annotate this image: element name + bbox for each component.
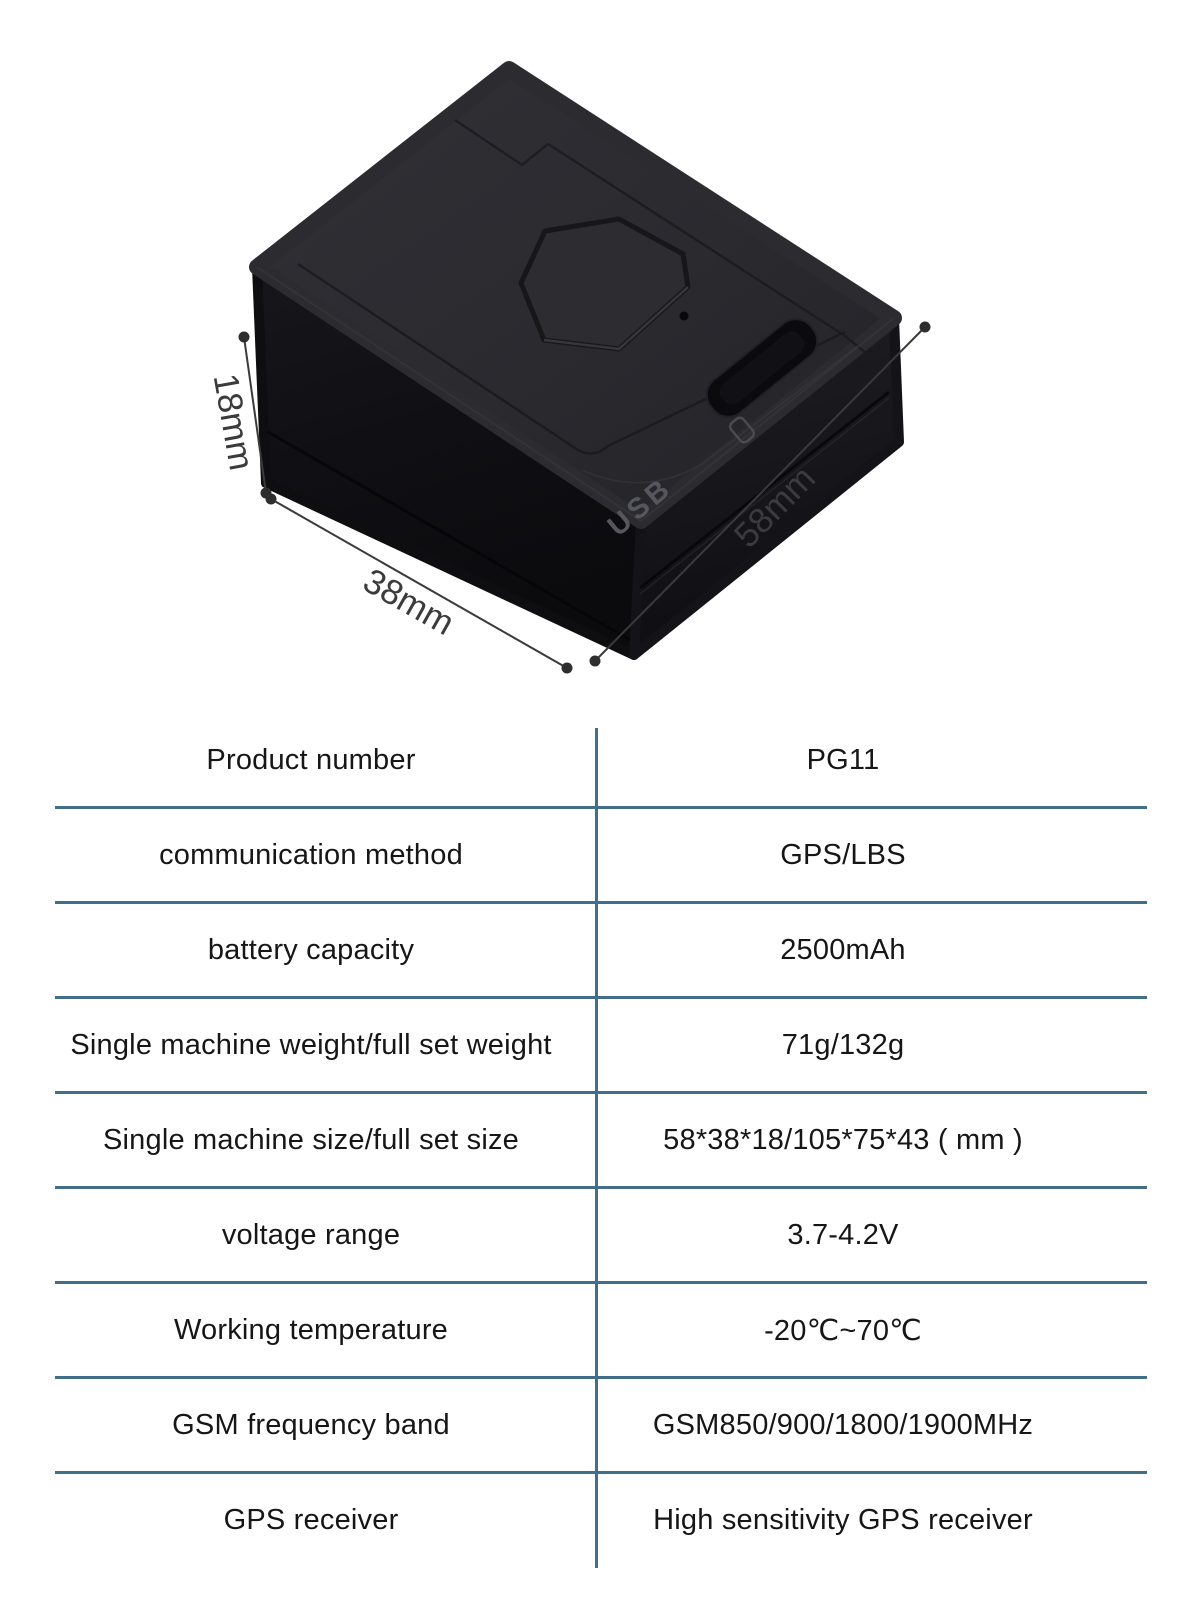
spec-label: Product number: [206, 743, 416, 776]
table-row: voltage range 3.7-4.2V: [55, 1186, 1147, 1281]
table-row: GSM frequency band GSM850/900/1800/1900M…: [55, 1376, 1147, 1471]
table-row: communication method GPS/LBS: [55, 806, 1147, 901]
dimension-label-38mm: 38mm: [357, 561, 461, 643]
usb-port: [705, 318, 819, 418]
spec-value: 2500mAh: [780, 933, 906, 966]
device-image: USB: [249, 61, 904, 660]
spec-value: PG11: [806, 743, 880, 776]
spec-value: GPS/LBS: [780, 838, 906, 871]
table-row: Single machine weight/full set weight 71…: [55, 996, 1147, 1091]
table-row: battery capacity 2500mAh: [55, 901, 1147, 996]
dimension-line-58mm: [589, 321, 931, 667]
device-mic-hole: [679, 311, 689, 321]
dimension-annotations: [238, 321, 931, 674]
device-seam-lines: [297, 262, 846, 455]
spec-table: Product number PG11 communication method…: [55, 714, 1147, 1570]
spec-value: High sensitivity GPS receiver: [653, 1503, 1033, 1536]
device-top-emboss: [518, 216, 691, 352]
device-parting-seam-highlight: [639, 397, 890, 595]
dimension-label-18mm: 18mm: [206, 371, 261, 474]
spec-value: -20℃~70℃: [764, 1314, 922, 1347]
table-row: Product number PG11: [55, 714, 1147, 806]
spec-value: GSM850/900/1800/1900MHz: [652, 1408, 1034, 1441]
spec-label: Single machine weight/full set weight: [70, 1028, 552, 1061]
device-seam-lines: [454, 118, 873, 359]
spec-label: battery capacity: [207, 933, 415, 966]
spec-label: GSM frequency band: [172, 1408, 450, 1441]
spec-value: 58*38*18/105*75*43 ( mm ): [663, 1123, 1023, 1156]
spec-label: communication method: [159, 838, 463, 871]
spec-label: GPS receiver: [223, 1503, 399, 1536]
product-photo-section: USB 18mm 38mm 58mm: [0, 0, 1200, 710]
device-parting-seam: [267, 430, 631, 642]
spec-label: Working temperature: [173, 1313, 449, 1346]
table-row: Single machine size/full set size 58*38*…: [55, 1091, 1147, 1186]
dimension-line-38mm: [265, 493, 573, 674]
spec-value: 3.7-4.2V: [787, 1218, 899, 1251]
table-column-divider: [595, 728, 598, 1568]
port-indicator-icon: [728, 416, 756, 444]
spec-label: Single machine size/full set size: [102, 1123, 519, 1156]
spec-value: 71g/132g: [781, 1028, 905, 1061]
product-photo: USB 18mm 38mm 58mm: [206, 61, 931, 674]
spec-label: voltage range: [221, 1218, 401, 1251]
device-edge-highlight: [256, 266, 895, 523]
table-row: GPS receiver High sensitivity GPS receiv…: [55, 1471, 1147, 1566]
device-seam-highlight: [581, 345, 859, 484]
table-row: Working temperature -20℃~70℃: [55, 1281, 1147, 1376]
